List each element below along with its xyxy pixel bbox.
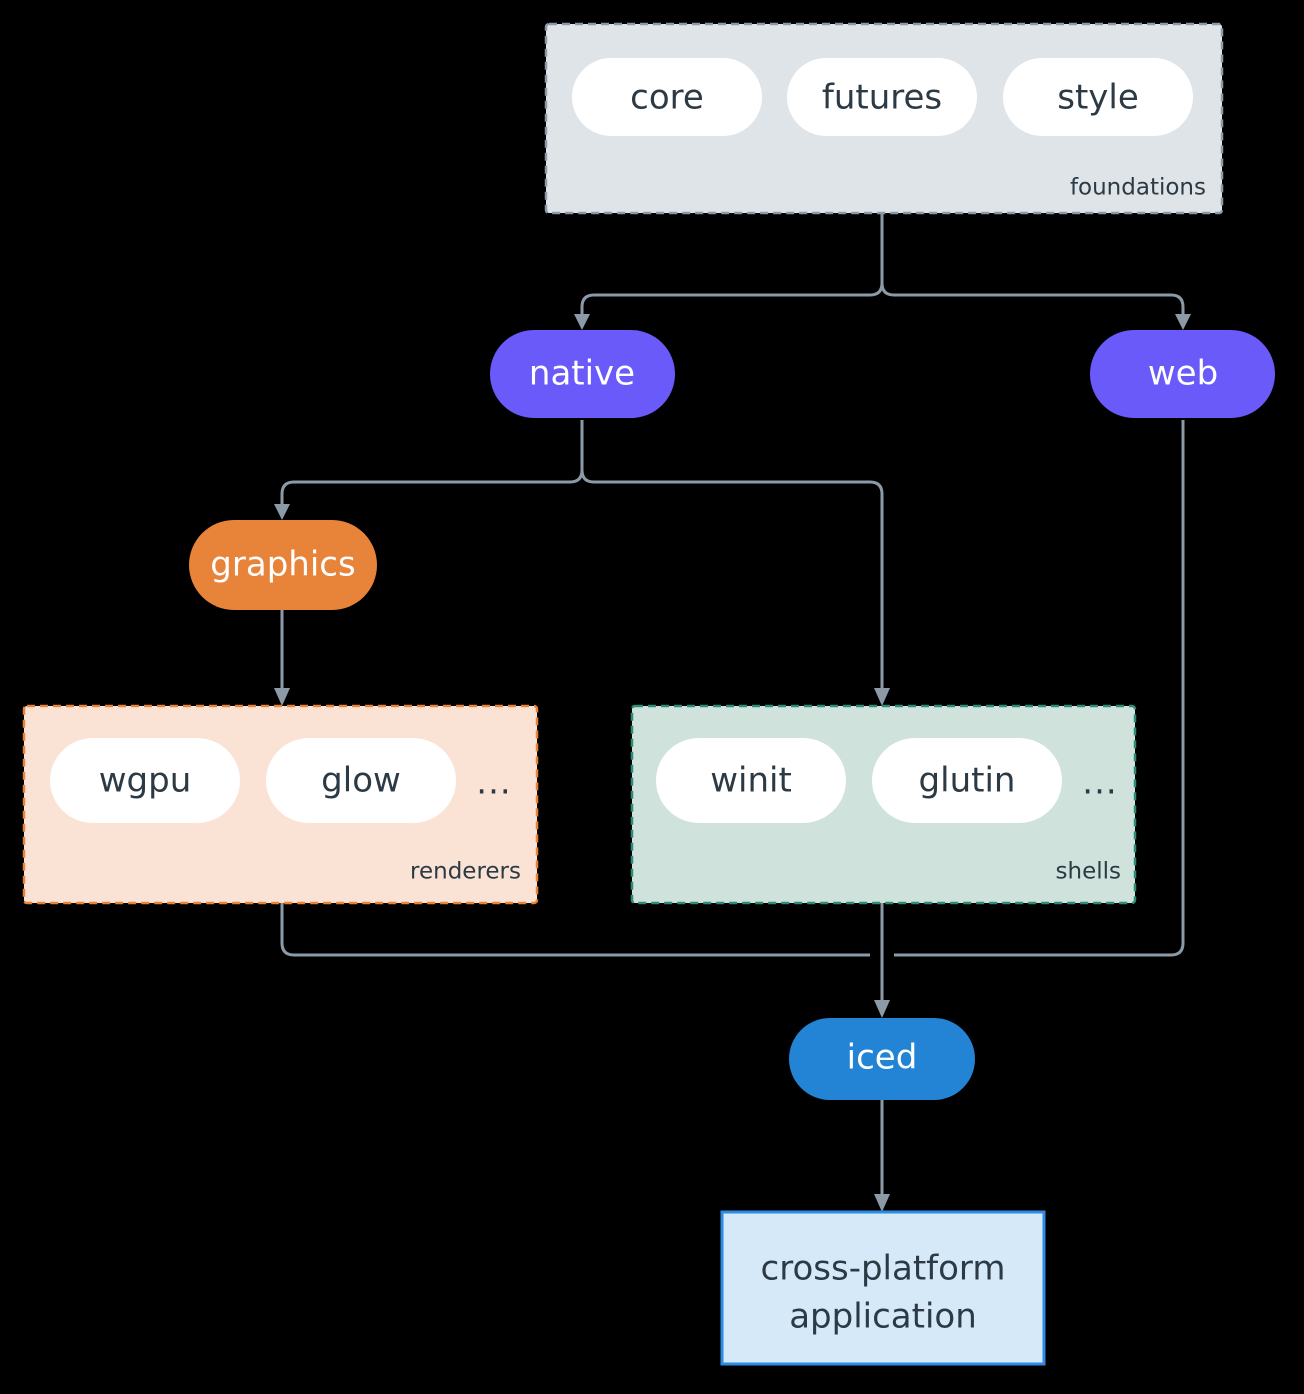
- foundations-item-futures[interactable]: futures: [787, 58, 977, 136]
- shells-item-glutin[interactable]: glutin: [872, 738, 1062, 823]
- arrowhead-shells: [874, 688, 890, 706]
- wgpu-pill[interactable]: [50, 738, 240, 823]
- application-label-line1: cross-platform: [761, 1249, 1006, 1289]
- cluster-foundations: core futures style foundations: [544, 22, 1224, 215]
- cluster-foundations-label: foundations: [1070, 175, 1206, 201]
- core-label: core: [630, 78, 704, 118]
- style-pill[interactable]: [1003, 58, 1193, 136]
- winit-pill[interactable]: [656, 738, 846, 823]
- foundations-item-style[interactable]: style: [1003, 58, 1193, 136]
- node-native[interactable]: native: [490, 330, 675, 418]
- application-label-line2: application: [789, 1297, 977, 1337]
- application-box[interactable]: [720, 1210, 1046, 1366]
- web-label: web: [1148, 354, 1218, 394]
- arrowhead-application: [874, 1194, 890, 1212]
- edge-web-to-iced: [894, 420, 1185, 957]
- glutin-pill[interactable]: [872, 738, 1062, 823]
- graphics-label: graphics: [210, 545, 355, 585]
- renderers-ellipsis: ...: [476, 763, 511, 803]
- renderers-item-wgpu[interactable]: wgpu: [50, 738, 240, 823]
- node-graphics[interactable]: graphics: [189, 520, 377, 610]
- futures-pill[interactable]: [787, 58, 977, 136]
- arrowhead-iced: [874, 1000, 890, 1018]
- arrowhead-native: [574, 314, 590, 330]
- edge-layer: [274, 213, 1191, 1212]
- cluster-shells: winit glutin ... shells: [630, 704, 1137, 905]
- web-pill[interactable]: [1090, 330, 1275, 418]
- arrowhead-graphics: [274, 504, 290, 520]
- futures-label: futures: [822, 78, 942, 118]
- node-iced[interactable]: iced: [789, 1018, 975, 1100]
- native-pill[interactable]: [490, 330, 675, 418]
- glow-pill[interactable]: [266, 738, 456, 823]
- style-label: style: [1057, 78, 1139, 118]
- glutin-label: glutin: [919, 761, 1016, 801]
- edge-foundations-split: [880, 213, 1185, 318]
- cluster-renderers-label: renderers: [410, 859, 521, 885]
- node-web[interactable]: web: [1090, 330, 1275, 418]
- arrowhead-renderers: [274, 688, 290, 706]
- node-application[interactable]: cross-platform application: [720, 1210, 1046, 1366]
- edge-renderers-to-iced: [280, 903, 870, 957]
- core-pill[interactable]: [572, 58, 762, 136]
- native-label: native: [529, 354, 635, 394]
- foundations-item-core[interactable]: core: [572, 58, 762, 136]
- arrowhead-web: [1175, 314, 1191, 330]
- iced-pill[interactable]: [789, 1018, 975, 1100]
- cluster-renderers: wgpu glow ... renderers: [22, 704, 539, 905]
- graphics-pill[interactable]: [189, 520, 377, 610]
- wgpu-label: wgpu: [99, 761, 192, 801]
- edge-native-to-graphics: [280, 469, 584, 508]
- shells-item-winit[interactable]: winit: [656, 738, 846, 823]
- edge-foundations-to-native: [580, 282, 884, 318]
- renderers-item-glow[interactable]: glow: [266, 738, 456, 823]
- shells-ellipsis: ...: [1082, 763, 1117, 803]
- edge-native-split: [580, 420, 884, 690]
- cluster-shells-label: shells: [1056, 859, 1121, 885]
- iced-label: iced: [847, 1038, 918, 1078]
- glow-label: glow: [321, 761, 401, 801]
- winit-label: winit: [710, 761, 792, 801]
